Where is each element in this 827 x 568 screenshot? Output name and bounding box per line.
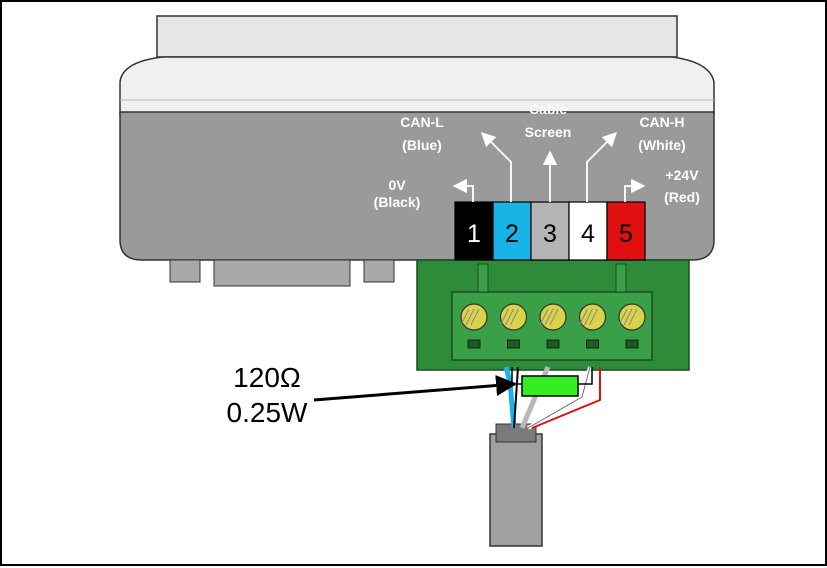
pin-label-line2-1: (Black) (374, 194, 421, 210)
screw-hatch (584, 308, 593, 326)
pin-number-1: 1 (467, 220, 481, 248)
terminal-screw-3 (539, 303, 567, 331)
screw-hatch (510, 308, 519, 326)
pin-label-line1-2: CAN-L (400, 114, 444, 130)
cable (489, 366, 601, 547)
housing-foot-right (363, 259, 395, 283)
screw-hatch (544, 308, 554, 326)
pin-number-2: 2 (505, 220, 519, 248)
pin-label-arrow-5 (624, 178, 646, 202)
screw-hatch (628, 308, 638, 326)
pin-label-line1-3: Cable (529, 101, 567, 117)
pin-label-line2-4: (White) (638, 137, 685, 153)
terminal-latch-right (615, 263, 627, 293)
wire-entry-5 (625, 339, 639, 349)
screw-hatch (539, 308, 549, 326)
wire-blue (503, 366, 517, 429)
housing-lid-back (156, 15, 678, 58)
pin-number-3: 3 (543, 220, 557, 248)
pin-block-1 (454, 201, 494, 261)
terminal-screw-5 (618, 303, 646, 331)
terminal-screw-4 (578, 303, 607, 331)
subd-connector (213, 259, 351, 287)
terminal-screw-1 (460, 303, 488, 331)
wire-black (513, 366, 519, 429)
wire-entry-4 (586, 339, 599, 349)
pin-label-line1-5: +24V (665, 167, 699, 183)
pin-label-line2-3: Screen (525, 124, 572, 140)
pin-number-5: 5 (619, 220, 633, 248)
wire-red (531, 367, 601, 429)
pin-label-line2-5: (Red) (664, 189, 700, 205)
screw-hatch (460, 308, 470, 326)
pin-label-arrow-4 (586, 131, 618, 202)
wire-entry-1 (467, 339, 481, 349)
resistor-value-label: 120Ω (233, 362, 301, 393)
pin-block-4 (568, 201, 608, 261)
pin-block-5 (606, 201, 646, 261)
resistor-pointer-arrow (313, 375, 518, 402)
resistor-annotation: 120Ω 0.25W (227, 362, 518, 428)
wire-entry-3 (546, 339, 560, 349)
wire-entry-2 (507, 339, 520, 349)
screw-hatch (505, 308, 514, 326)
pin-label-arrow-2 (480, 131, 512, 202)
pin-label-line1-1: 0V (388, 177, 406, 193)
resistor-body (521, 375, 579, 397)
pin-label-line1-4: CAN-H (639, 114, 684, 130)
pin-number-4: 4 (581, 220, 595, 248)
screw-hatch (549, 308, 559, 326)
screw-hatch (470, 308, 480, 326)
terminal-screw-2 (499, 303, 528, 331)
wire-white-outline (527, 366, 591, 429)
screw-hatch (500, 308, 509, 326)
screw-hatch (623, 308, 633, 326)
screw-hatch (465, 308, 475, 326)
pin-label-arrow-1 (452, 178, 474, 202)
housing-lid-front (119, 56, 715, 115)
cable-jacket (489, 433, 543, 547)
screw-hatch (589, 308, 598, 326)
screw-hatch (618, 308, 628, 326)
resistor-power-label: 0.25W (227, 397, 308, 428)
pin-label-line2-2: (Blue) (402, 137, 442, 153)
resistor-lead-right (578, 367, 593, 385)
housing-foot-left (169, 259, 201, 283)
screw-hatch (579, 308, 588, 326)
terminal-latch-left (477, 263, 489, 293)
